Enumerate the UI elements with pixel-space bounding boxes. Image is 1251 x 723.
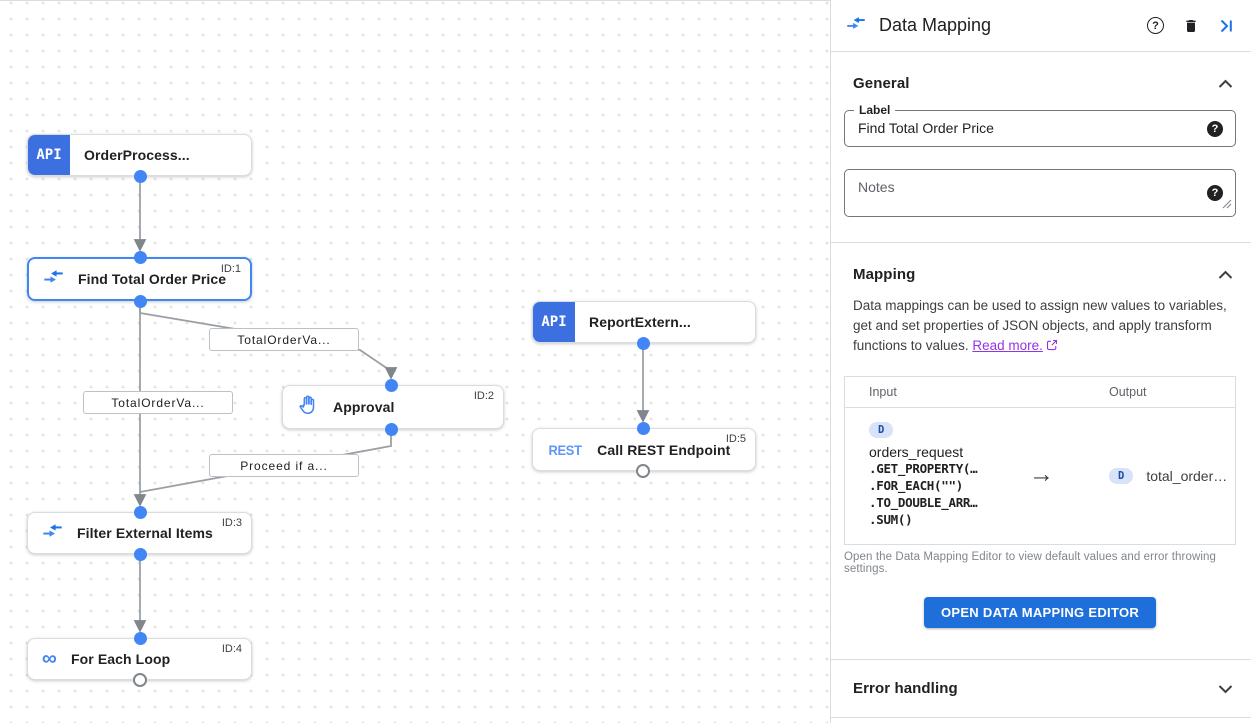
chevron-down-icon — [1218, 684, 1233, 693]
data-mapping-icon — [42, 520, 63, 546]
mapping-description: Data mappings can be used to assign new … — [853, 296, 1235, 357]
transform-function: .SUM() — [869, 512, 913, 527]
trash-icon — [1186, 19, 1196, 32]
connection-dot[interactable] — [134, 632, 147, 645]
section-heading: Error handling — [853, 680, 958, 697]
delete-task-button[interactable] — [1183, 17, 1199, 35]
edge-label-total-order-2[interactable]: TotalOrderVa... — [83, 391, 233, 414]
label-field-value[interactable]: Find Total Order Price — [858, 120, 994, 136]
connection-dot[interactable] — [134, 506, 147, 519]
open-data-mapping-editor-button[interactable]: OPEN DATA MAPPING EDITOR — [923, 597, 1157, 628]
connection-dot-open[interactable] — [636, 464, 650, 478]
resize-handle-icon[interactable] — [1222, 196, 1232, 214]
output-variable-name: total_order… — [1146, 468, 1228, 484]
node-title: ReportExtern... — [589, 314, 691, 330]
rest-icon: REST — [548, 441, 582, 458]
api-trigger-badge: API — [533, 302, 575, 342]
connection-dot[interactable] — [134, 295, 147, 308]
chevron-up-icon — [1218, 270, 1233, 279]
mapping-footnote: Open the Data Mapping Editor to view def… — [844, 551, 1217, 575]
description-text: Data mappings can be used to assign new … — [853, 298, 1227, 353]
data-mapping-icon — [846, 13, 866, 38]
help-icon: ? — [1147, 17, 1164, 34]
help-button[interactable]: ? — [1147, 17, 1164, 34]
open-in-new-icon — [1046, 337, 1058, 357]
divider — [831, 242, 1251, 243]
chevron-up-icon — [1218, 79, 1233, 88]
node-title: Find Total Order Price — [78, 271, 227, 287]
panel-header: Data Mapping ? — [831, 0, 1251, 52]
transform-function: .GET_PROPERTY(… — [869, 461, 978, 476]
transform-function: .FOR_EACH("") — [869, 478, 963, 493]
node-filter-external-items[interactable]: Filter External Items ID:3 — [27, 512, 252, 554]
help-icon[interactable]: ? — [1207, 185, 1223, 201]
notes-placeholder: Notes — [858, 179, 895, 195]
node-title: Filter External Items — [77, 525, 213, 541]
section-heading: Mapping — [853, 266, 916, 283]
data-mapping-icon — [43, 266, 64, 292]
connection-dot[interactable] — [637, 337, 650, 350]
input-column-header: Input — [869, 385, 897, 399]
node-for-each-loop[interactable]: ∞ For Each Loop ID:4 — [27, 638, 252, 680]
node-id-badge: ID:5 — [725, 433, 746, 445]
help-icon[interactable]: ? — [1207, 120, 1223, 137]
label-field[interactable]: Label Find Total Order Price ? — [844, 103, 1236, 147]
node-id-badge: ID:4 — [221, 643, 242, 655]
datatype-badge: D — [1109, 468, 1134, 484]
node-title: Call REST Endpoint — [597, 441, 731, 458]
data-mapping-config-panel: Data Mapping ? General Label Find Total … — [830, 0, 1251, 723]
connection-dot[interactable] — [637, 422, 650, 435]
transform-function: .TO_DOUBLE_ARR… — [869, 495, 978, 510]
node-title: OrderProcess... — [84, 147, 190, 163]
node-id-badge: ID:3 — [221, 517, 242, 529]
field-floating-label: Label — [854, 103, 896, 117]
edge-label-total-order-1[interactable]: TotalOrderVa... — [209, 328, 359, 351]
divider — [831, 659, 1251, 660]
divider — [831, 717, 1251, 718]
connection-dot[interactable] — [134, 251, 147, 264]
section-heading: General — [853, 75, 910, 92]
connection-dot[interactable] — [134, 170, 147, 183]
connection-dot-open[interactable] — [133, 673, 147, 687]
section-mapping-header[interactable]: Mapping — [831, 266, 1251, 283]
mapping-arrow-icon: → — [1029, 460, 1054, 488]
notes-field[interactable]: Notes ? — [844, 169, 1236, 217]
edge-label-proceed-if[interactable]: Proceed if a... — [209, 454, 359, 477]
datatype-badge: D — [869, 422, 894, 438]
pan-tool-hand-icon — [297, 394, 319, 421]
output-cell: D total_order… — [1109, 468, 1227, 484]
section-error-handling-header[interactable]: Error handling — [831, 660, 1251, 717]
connection-dot[interactable] — [134, 548, 147, 561]
api-trigger-badge: API — [28, 135, 70, 175]
node-id-badge: ID:2 — [473, 390, 494, 402]
workflow-canvas[interactable]: API OrderProcess... Find Total Order Pri… — [0, 0, 830, 723]
node-call-rest-endpoint[interactable]: REST Call REST Endpoint ID:5 — [532, 428, 756, 471]
mapping-preview-table: Input Output D orders_request .GET_PROPE… — [844, 376, 1236, 545]
node-order-process-trigger[interactable]: API OrderProcess... — [27, 134, 252, 176]
panel-title: Data Mapping — [879, 15, 992, 35]
input-variable-name: orders_request — [869, 444, 964, 460]
read-more-link[interactable]: Read more. — [972, 338, 1043, 353]
loop-icon: ∞ — [42, 647, 57, 670]
output-column-header: Output — [1109, 385, 1147, 399]
connection-dot[interactable] — [385, 423, 398, 436]
collapse-panel-button[interactable] — [1218, 18, 1234, 34]
node-title: For Each Loop — [70, 651, 171, 667]
collapse-panel-icon — [1220, 19, 1232, 32]
mapping-table-header: Input Output — [845, 377, 1235, 408]
section-general-header[interactable]: General — [831, 75, 1251, 92]
node-title: Approval — [333, 399, 395, 415]
workflow-edges — [133, 176, 650, 633]
connection-dot[interactable] — [385, 379, 398, 392]
mapping-table-row: D orders_request .GET_PROPERTY(… .FOR_EA… — [845, 408, 1235, 544]
node-id-badge: ID:1 — [220, 263, 241, 275]
